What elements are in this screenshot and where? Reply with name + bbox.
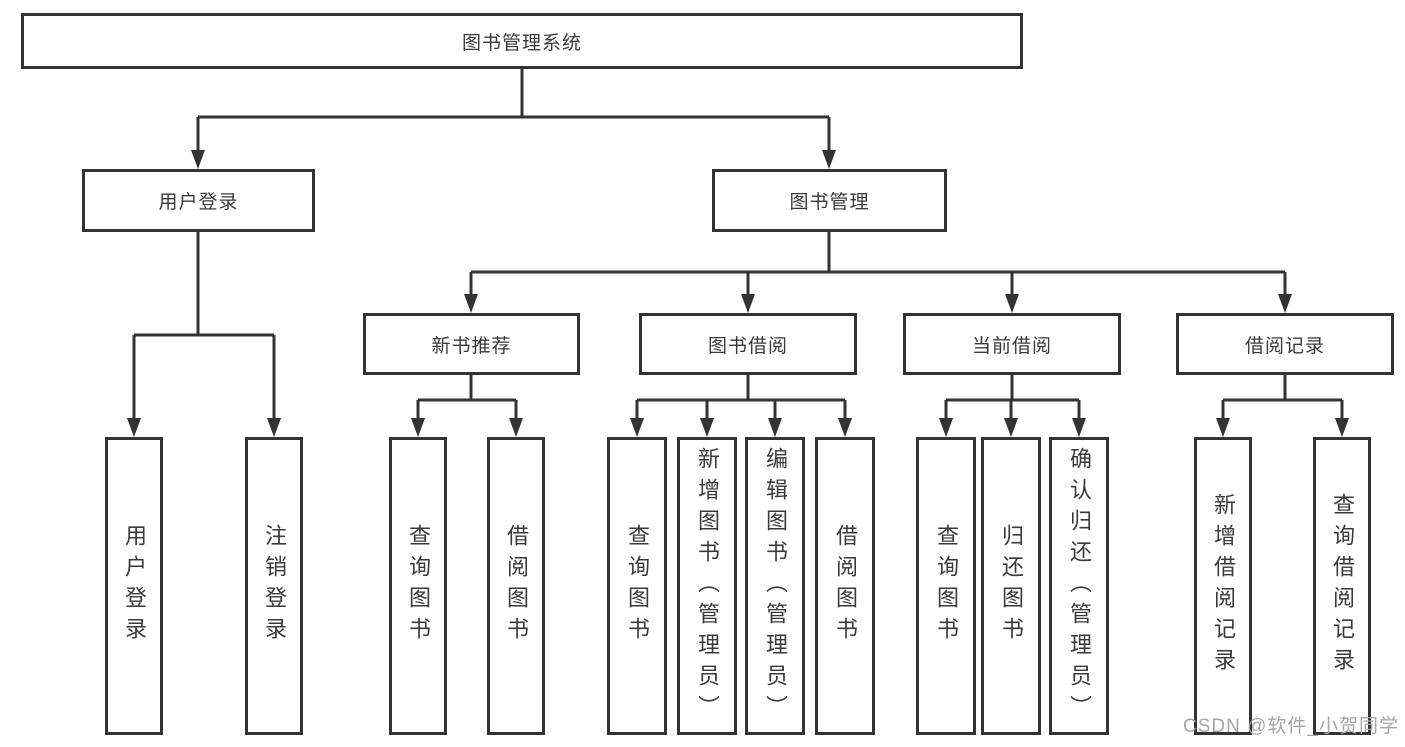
node-book-management-label: 图书管理 <box>789 192 870 213</box>
node-borrow-record-label: 借阅记录 <box>1244 335 1325 357</box>
arrowhead <box>1335 418 1349 437</box>
leaf-query-book-3: 查询图书 <box>916 437 976 735</box>
node-book-borrow-label: 图书借阅 <box>707 335 788 357</box>
connector-root-trunk <box>196 69 831 150</box>
node-book-borrow: 图书借阅 <box>639 313 857 375</box>
node-root: 图书管理系统 <box>21 13 1023 69</box>
arrowhead <box>464 294 478 313</box>
node-current-borrow: 当前借阅 <box>903 313 1121 375</box>
leaf-query-book-2-label: 查询图书 <box>625 524 650 648</box>
leaf-query-book-2: 查询图书 <box>607 437 667 735</box>
arrowhead <box>741 294 755 313</box>
arrowhead <box>1072 418 1086 437</box>
csdn-watermark: CSDN @软件_小贺同学 <box>1183 716 1399 737</box>
leaf-return-book-label: 归还图书 <box>999 524 1024 648</box>
connector-book-management-branch <box>469 232 1287 294</box>
leaf-edit-book-admin-label: 编辑图书（管理员） <box>763 446 788 726</box>
node-new-book-recommend-label: 新书推荐 <box>431 335 512 357</box>
arrowhead <box>700 418 714 437</box>
leaf-user-login: 用户登录 <box>105 437 163 735</box>
leaf-confirm-return-admin-label: 确认归还（管理员） <box>1067 446 1092 726</box>
arrowhead <box>1004 418 1018 437</box>
arrowhead <box>509 418 523 437</box>
connector-borrow-record-branch <box>1221 375 1344 418</box>
leaf-query-book-3-label: 查询图书 <box>934 524 959 648</box>
leaf-borrow-book-1: 借阅图书 <box>487 437 545 735</box>
arrowhead <box>1216 418 1230 437</box>
arrowhead <box>822 150 836 169</box>
node-user-login-label: 用户登录 <box>158 192 239 213</box>
node-borrow-record: 借阅记录 <box>1176 313 1394 375</box>
leaf-edit-book-admin: 编辑图书（管理员） <box>745 437 805 735</box>
connector-user-login-branch <box>132 232 276 418</box>
leaf-query-borrow-record: 查询借阅记录 <box>1313 437 1371 735</box>
leaf-user-login-label: 用户登录 <box>122 524 147 648</box>
node-current-borrow-label: 当前借阅 <box>971 335 1052 357</box>
arrowhead <box>1278 294 1292 313</box>
arrowhead <box>630 418 644 437</box>
leaf-add-borrow-record-label: 新增借阅记录 <box>1211 493 1236 679</box>
leaf-borrow-book-1-label: 借阅图书 <box>504 524 529 648</box>
leaf-add-book-admin-label: 新增图书（管理员） <box>695 446 720 726</box>
leaf-borrow-book-2-label: 借阅图书 <box>833 524 858 648</box>
leaf-logout-label: 注销登录 <box>262 524 287 648</box>
leaf-logout: 注销登录 <box>245 437 303 735</box>
arrowheads <box>127 150 1349 437</box>
connector-strokes <box>132 69 1344 418</box>
arrowhead <box>1005 294 1019 313</box>
connector-book-borrow-branch <box>635 375 847 418</box>
node-book-management: 图书管理 <box>712 169 947 232</box>
arrowhead <box>939 418 953 437</box>
connector-current-borrow-branch <box>944 375 1081 418</box>
leaf-borrow-book-2: 借阅图书 <box>815 437 875 735</box>
leaf-query-borrow-record-label: 查询借阅记录 <box>1330 493 1355 679</box>
leaf-add-book-admin: 新增图书（管理员） <box>677 437 737 735</box>
arrowhead <box>191 150 205 169</box>
arrowhead <box>411 418 425 437</box>
arrowhead <box>838 418 852 437</box>
leaf-confirm-return-admin: 确认归还（管理员） <box>1049 437 1109 735</box>
node-new-book-recommend: 新书推荐 <box>363 313 580 375</box>
arrowhead <box>267 418 281 437</box>
node-root-label: 图书管理系统 <box>461 32 582 54</box>
leaf-add-borrow-record: 新增借阅记录 <box>1194 437 1252 735</box>
arrowhead <box>127 418 141 437</box>
connector-new-book-branch <box>416 375 518 418</box>
arrowhead <box>768 418 782 437</box>
node-user-login: 用户登录 <box>82 169 315 232</box>
leaf-query-book-1-label: 查询图书 <box>406 524 431 648</box>
leaf-return-book: 归还图书 <box>981 437 1041 735</box>
leaf-query-book-1: 查询图书 <box>389 437 447 735</box>
